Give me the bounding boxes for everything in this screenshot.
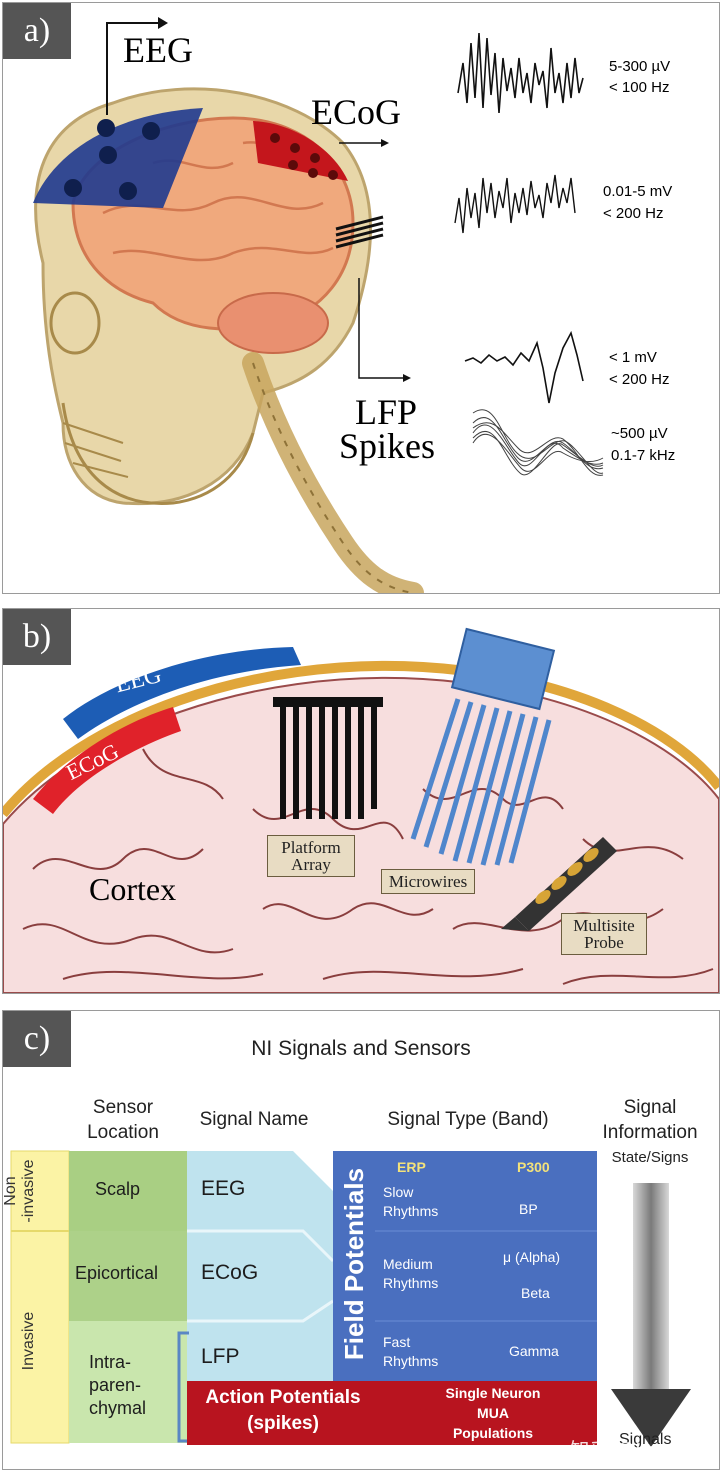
skull-layer — [3, 660, 719, 818]
invasive-label: Invasive — [20, 1311, 37, 1371]
eeg-band: < 100 Hz — [609, 79, 670, 96]
lfp-waveform — [464, 330, 584, 404]
panel-a: a) EEG ECoG LFP Spikes 5-300 µV < 100 Hz… — [2, 2, 720, 594]
location-intraparenchymal: Intra-paren-chymal — [89, 1352, 147, 1418]
band-bp: BP — [519, 1201, 538, 1217]
signal-name-eeg: EEG — [201, 1177, 246, 1200]
signals-table-graphic — [10, 1150, 691, 1447]
info-arrow-head — [611, 1389, 691, 1447]
eeg-label: EEG — [123, 30, 193, 70]
lfp-band: < 200 Hz — [609, 371, 670, 388]
spikes-band: 0.1-7 kHz — [611, 447, 676, 464]
spikes-amplitude: ~500 µV — [611, 425, 668, 442]
ecog-amplitude: 0.01-5 mV — [603, 183, 673, 200]
band-p300: P300 — [517, 1159, 550, 1175]
eeg-waveform — [457, 32, 584, 114]
head-illustration — [33, 17, 604, 593]
watermark: 知乎 @Lo paul — [569, 1440, 701, 1462]
eeg-amplitude: 5-300 µV — [609, 58, 671, 75]
lfp-label: LFP — [355, 392, 418, 432]
info-arrow-shaft — [633, 1183, 669, 1393]
ecog-waveform — [454, 174, 576, 234]
lfp-amplitude: < 1 mV — [609, 349, 657, 366]
panel-a-tag: a) — [3, 3, 71, 59]
field-potentials-label: Field Potentials — [339, 1167, 369, 1361]
non-invasive-label: Non-invasive — [2, 1159, 37, 1223]
location-scalp: Scalp — [95, 1179, 141, 1199]
ecog-label: ECoG — [311, 92, 401, 132]
header-signal-type: Signal Type (Band) — [387, 1109, 549, 1130]
eeg-pad — [63, 647, 301, 739]
header-signal-name: Signal Name — [199, 1109, 309, 1130]
signal-name-lfp: LFP — [201, 1345, 240, 1368]
signal-name-ecog: ECoG — [201, 1261, 259, 1284]
band-erp: ERP — [397, 1159, 426, 1175]
signals-arrow-label: Signals — [619, 1431, 672, 1448]
action-potentials-label: Action Potentials(spikes) — [205, 1387, 361, 1434]
microwires-label: Microwires — [381, 869, 475, 894]
spike-waveforms — [472, 409, 604, 476]
band-alpha: μ (Alpha) — [503, 1249, 561, 1265]
cortex-label: Cortex — [89, 871, 177, 907]
panel-c-title: NI Signals and Sensors — [251, 1037, 471, 1060]
ecog-pad — [33, 707, 181, 814]
ecog-band: < 200 Hz — [603, 205, 664, 222]
panel-c-tag: c) — [3, 1011, 71, 1067]
location-epicortical: Epicortical — [75, 1263, 159, 1283]
spikes-label: Spikes — [339, 426, 436, 466]
cortex-illustration — [3, 627, 719, 993]
panel-b-tag: b) — [3, 609, 71, 665]
band-gamma: Gamma — [509, 1343, 559, 1359]
band-beta: Beta — [521, 1285, 550, 1301]
